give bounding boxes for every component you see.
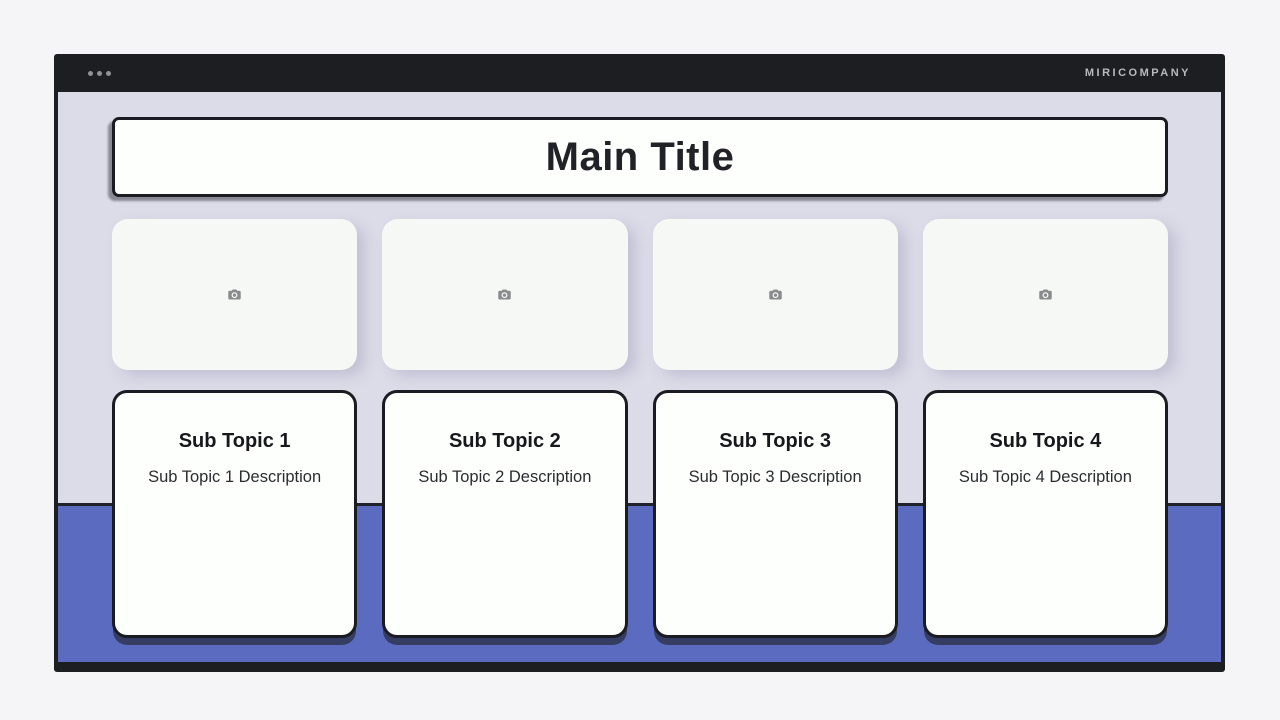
camera-icon [228, 289, 241, 300]
topic-description: Sub Topic 3 Description [688, 468, 862, 486]
topic-card-4[interactable]: Sub Topic 4 Sub Topic 4 Description [922, 390, 1168, 638]
image-placeholder-1[interactable] [112, 219, 358, 370]
topic-card-3[interactable]: Sub Topic 3 Sub Topic 3 Description [652, 390, 898, 638]
image-placeholder-row [112, 219, 1168, 370]
image-placeholder-4[interactable] [922, 219, 1168, 370]
topic-title: Sub Topic 1 [178, 430, 291, 452]
topic-description: Sub Topic 4 Description [958, 468, 1132, 486]
slide-canvas: Main Title Sub Topic 1 Sub Topic 1 Descr… [58, 92, 1221, 662]
topic-title: Sub Topic 3 [719, 430, 832, 452]
topic-title: Sub Topic 4 [989, 430, 1102, 452]
main-title-box[interactable]: Main Title [112, 117, 1168, 197]
topic-title: Sub Topic 2 [448, 430, 561, 452]
window-titlebar: MIRICOMPANY [58, 54, 1221, 92]
camera-icon [768, 289, 782, 300]
topic-card-1[interactable]: Sub Topic 1 Sub Topic 1 Description [112, 390, 358, 638]
topic-card-2[interactable]: Sub Topic 2 Sub Topic 2 Description [382, 390, 628, 638]
camera-icon [498, 289, 512, 300]
presentation-window: MIRICOMPANY Main Title Sub Topic 1 Sub [54, 54, 1225, 672]
image-placeholder-3[interactable] [652, 219, 898, 370]
image-placeholder-2[interactable] [382, 219, 628, 370]
brand-label: MIRICOMPANY [1084, 67, 1191, 79]
topic-description: Sub Topic 2 Description [418, 468, 592, 486]
ellipsis-icon[interactable] [88, 70, 111, 76]
main-title: Main Title [545, 134, 735, 179]
topic-card-row: Sub Topic 1 Sub Topic 1 Description Sub … [112, 390, 1168, 638]
camera-icon [1039, 289, 1052, 300]
topic-description: Sub Topic 1 Description [148, 468, 322, 486]
